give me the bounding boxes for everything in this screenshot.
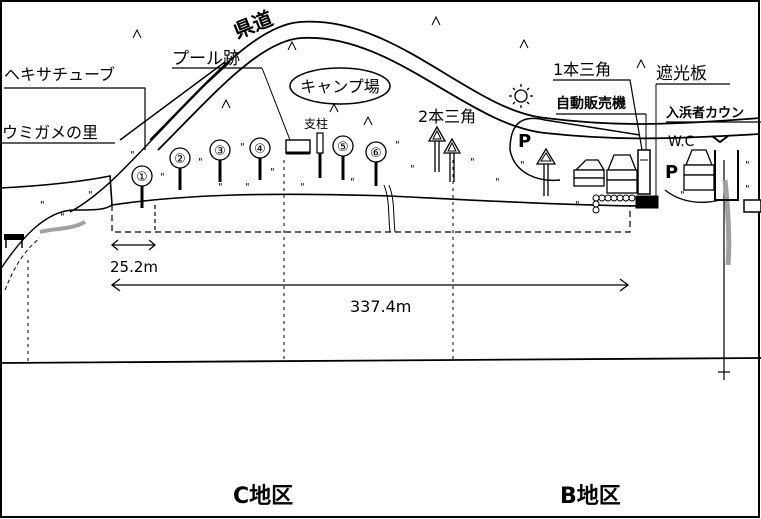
parking-loop [509, 117, 641, 151]
svg-text:": " [245, 182, 250, 193]
svg-text:": " [745, 160, 750, 171]
svg-text:": " [40, 200, 45, 211]
svg-text:": " [300, 182, 305, 193]
pillar-icon [316, 132, 324, 154]
vending-label: 自動販売機 [556, 95, 626, 112]
side-road-a [69, 61, 231, 213]
hexa-tube-label: ヘキサチューブ [4, 65, 115, 84]
distance-long-label: 337.4m [350, 297, 411, 316]
svg-text:": " [198, 157, 203, 168]
pool-remains-icon [285, 139, 311, 154]
ground-ticks: """ """ """ """ """ """ """ "" [40, 140, 750, 223]
camp-label: キャンプ場 [300, 77, 380, 96]
parking-loop-bottom [509, 149, 561, 182]
marker-6-line [383, 184, 391, 233]
svg-text:": " [350, 177, 355, 188]
marker-4-label: ④ [254, 142, 266, 157]
one-triangle-leader [553, 79, 643, 151]
distance-short-label: 25.2m [110, 258, 158, 276]
one-triangle-icon [535, 147, 557, 196]
hexa-tube-leader [4, 87, 146, 150]
marker-1-label: ① [136, 170, 148, 185]
district-c-label: C地区 [233, 484, 293, 509]
svg-text:": " [395, 140, 400, 151]
shading-board-label: 遮光板 [656, 64, 707, 84]
building-icon-a [573, 159, 606, 187]
marker-3-label: ③ [214, 144, 226, 159]
marker-1: ① [131, 165, 153, 208]
umigame-label: ウミガメの里 [2, 123, 98, 142]
marker-6: ⑥ [365, 141, 387, 186]
left-dash-line [4, 237, 41, 291]
two-triangles-label: 2本三角 [418, 107, 476, 126]
left-wave [39, 220, 86, 234]
svg-text:": " [320, 150, 325, 161]
right-structure [714, 150, 739, 201]
two-triangles-icon [427, 125, 462, 182]
svg-text:": " [160, 172, 165, 183]
pillar-label: 支柱 [304, 116, 328, 131]
svg-text:": " [745, 184, 750, 195]
svg-text:": " [680, 190, 685, 201]
right-wave [722, 179, 732, 266]
marker-5: ⑤ [332, 135, 354, 180]
dune-line [0, 175, 641, 207]
marker-6-label: ⑥ [370, 146, 382, 161]
svg-text:": " [130, 150, 135, 161]
left-slope [0, 204, 113, 271]
svg-text:": " [520, 160, 525, 171]
pool-remains-label: プール跡 [172, 49, 240, 69]
wc-icon [711, 135, 729, 144]
svg-text:": " [88, 190, 93, 201]
sun-icon [509, 84, 533, 108]
building-icon-b [606, 154, 638, 194]
entry-counter-label: 入浜者カウン [666, 105, 744, 121]
marker-2: ② [169, 147, 191, 190]
side-road-b [119, 61, 226, 141]
fence-icon [592, 194, 659, 214]
marker-4: ④ [249, 137, 271, 180]
svg-text:": " [240, 142, 245, 153]
parking-b-curve [664, 189, 721, 203]
right-edge-block [743, 199, 761, 213]
road-edge-upper [149, 20, 761, 141]
marker-2-label: ② [174, 152, 186, 167]
marker-3: ③ [209, 139, 231, 182]
vegetation-marks [132, 15, 646, 126]
parking-label-a: P [518, 131, 531, 152]
svg-text:": " [60, 212, 65, 223]
wc-label: W.C [668, 134, 695, 150]
one-triangle-label: 1本三角 [553, 60, 611, 79]
vending-machine-icon [637, 149, 651, 195]
svg-text:": " [270, 167, 275, 178]
building-icon-c [683, 149, 715, 191]
parking-label-b: P [665, 162, 678, 183]
svg-text:": " [218, 182, 223, 193]
marker-5-label: ⑤ [337, 140, 349, 155]
distance-short-arrow [110, 239, 157, 251]
camp-ellipse [289, 67, 391, 105]
marker-6-line-b [388, 184, 396, 233]
svg-text:": " [575, 200, 580, 211]
svg-text:": " [410, 164, 415, 175]
road-label: 県道 [230, 6, 276, 43]
distance-long-arrow [110, 278, 630, 292]
svg-text:": " [470, 157, 475, 168]
pool-leader [261, 67, 291, 141]
district-b-label: B地区 [560, 484, 621, 509]
shoreline [0, 357, 761, 364]
bench-icon [4, 234, 24, 248]
survey-boundary [111, 205, 631, 233]
svg-text:": " [495, 177, 500, 188]
